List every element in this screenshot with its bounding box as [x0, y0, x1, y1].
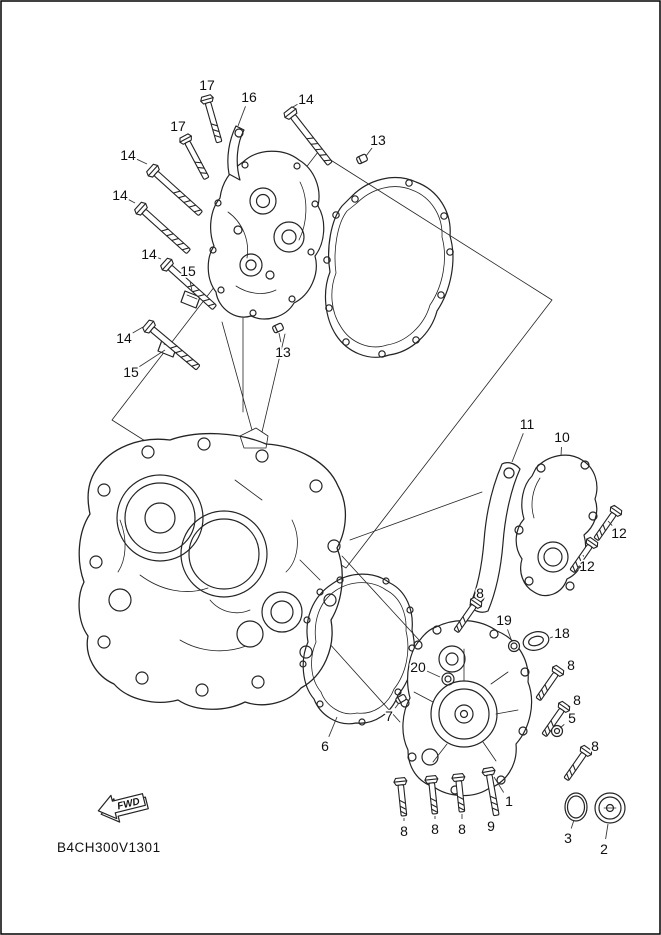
callout-leader [394, 702, 400, 709]
callout-leader [549, 636, 553, 639]
plug-cap-illustration [594, 792, 626, 824]
side-cover-bolt-holes [514, 460, 598, 591]
callout-number: 15 [123, 364, 139, 380]
callout-leader [139, 349, 166, 367]
cap-illustration [522, 631, 550, 651]
washer-illustration [550, 724, 564, 738]
engine-detail-lines [117, 427, 321, 652]
bracket-illustration [469, 462, 521, 613]
callout-leader [132, 326, 144, 334]
callout-leader [128, 199, 136, 204]
callout-number: 8 [458, 821, 466, 837]
callout-leader [582, 554, 585, 557]
callout-leader [570, 819, 575, 829]
dowel-pin-illustration [356, 153, 368, 165]
assembly-lines [221, 317, 483, 723]
diagram-code: B4CH300V1301 [57, 840, 161, 855]
callout-leader [158, 257, 162, 260]
callout-number: 20 [410, 659, 426, 675]
callout-leader [328, 716, 338, 737]
callout-leader [292, 103, 298, 108]
upper-cover-illustration [207, 150, 325, 320]
callout-number: 8 [400, 823, 408, 839]
callout-number: 10 [554, 429, 570, 445]
callout-leader [189, 280, 193, 292]
callout-leader [607, 520, 613, 526]
callout-number: 8 [567, 657, 575, 673]
callout-number: 1 [505, 793, 513, 809]
callout-leader [237, 106, 246, 127]
callout-number: 18 [554, 625, 570, 641]
callout-number: 2 [600, 841, 608, 857]
callout-number: 8 [476, 585, 484, 601]
callout-number: 14 [120, 147, 136, 163]
callout-number: 12 [611, 525, 627, 541]
lower-cover-ribs [413, 648, 519, 763]
callout-number: 11 [520, 416, 535, 432]
lower-cover-illustration [400, 620, 533, 797]
fwd-arrow-icon [97, 793, 146, 820]
callout-number: 14 [112, 187, 128, 203]
callout-leader [567, 705, 570, 708]
callout-number: 7 [385, 708, 393, 724]
callout-leader [511, 433, 524, 463]
callout-number: 6 [321, 738, 329, 754]
callout-leader [605, 823, 609, 840]
callout-number: 12 [579, 558, 595, 574]
dowel-pin-illustration [395, 694, 407, 704]
callout-number: 9 [487, 818, 495, 834]
fwd-label: FWD [116, 796, 141, 812]
callout-number: 17 [170, 118, 186, 134]
oil-seal-detail [441, 672, 455, 686]
callout-number: 8 [591, 738, 599, 754]
engine-block-illustration [78, 427, 347, 710]
callout-leader [426, 670, 441, 678]
stay-bracket-illustration [227, 125, 245, 181]
dowel-pin-illustration [272, 322, 284, 334]
callout-number: 13 [275, 344, 291, 360]
callout-number: 8 [431, 821, 439, 837]
upper-gasket-illustration [323, 177, 454, 358]
callout-number: 5 [568, 710, 576, 726]
gasket-bolt-holes [323, 179, 454, 358]
callout-leader [507, 629, 512, 640]
callout-number: 3 [564, 830, 572, 846]
callout-leader [278, 332, 282, 343]
cover-bolt-holes [209, 161, 319, 317]
callout-number: 17 [199, 77, 215, 93]
callout-number: 14 [141, 246, 157, 262]
callout-number: 14 [116, 330, 132, 346]
small-oring-illustration [507, 639, 521, 653]
callout-leader [493, 776, 505, 793]
fwd-marker: FWD [97, 793, 149, 823]
oring-illustration [564, 792, 588, 822]
callout-leader [560, 446, 562, 457]
callout-number: 15 [180, 263, 196, 279]
callout-number: 16 [241, 89, 257, 105]
callout-leader [136, 158, 148, 165]
callout-number: 14 [298, 91, 314, 107]
callout-number: 8 [573, 692, 581, 708]
callout-number: 19 [496, 612, 512, 628]
callout-number: 13 [370, 132, 386, 148]
engine-bolt-bosses [89, 437, 341, 697]
callout-leader [559, 724, 565, 729]
callout-leader [365, 147, 373, 157]
